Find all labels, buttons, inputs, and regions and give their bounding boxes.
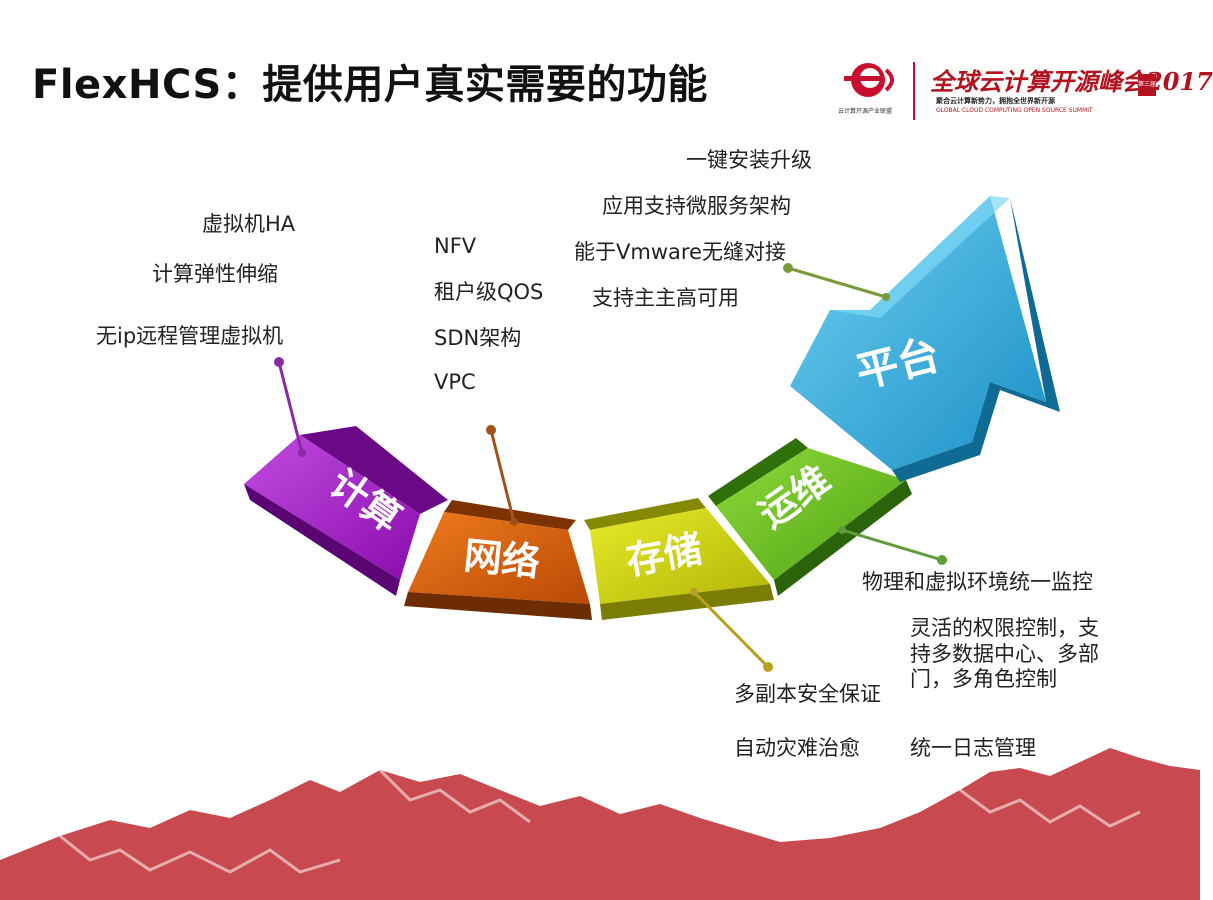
ops-feature: 灵活的权限控制，支持多数据中心、多部门，多角色控制 [910, 616, 1099, 692]
page-title: FlexHCS：提供用户真实需要的功能 [32, 62, 708, 108]
connector-compute [274, 357, 306, 457]
ops-feature: 统一日志管理 [910, 736, 1036, 760]
compute-feature: 计算弹性伸缩 [152, 262, 278, 286]
compute-feature: 无ip远程管理虚拟机 [96, 324, 284, 348]
platform-feature: 应用支持微服务架构 [602, 194, 791, 218]
network-feature: 租户级QOS [434, 280, 544, 304]
summit-logo: 云计算开源产业联盟 全球云计算开源峰会2017 聚合云计算新势力，拥抱全世界新开… [838, 56, 1213, 126]
ops-feature: 物理和虚拟环境统一监控 [862, 570, 1093, 594]
logo-divider [913, 62, 915, 120]
summit-edition-badge: 第三届 [1138, 74, 1156, 96]
compute-feature: 虚拟机HA [202, 212, 296, 236]
connector-ops [838, 526, 947, 565]
segment-network [404, 500, 592, 620]
storage-feature: 多副本安全保证 [734, 682, 881, 706]
platform-feature: 一键安装升级 [686, 148, 812, 172]
segment-label-network: 网络 [462, 533, 542, 585]
network-feature: VPC [434, 370, 476, 394]
mountain-silhouette [0, 748, 1200, 900]
network-feature: SDN架构 [434, 326, 522, 350]
platform-feature: 能于Vmware无缝对接 [574, 240, 786, 264]
connector-network [486, 425, 518, 526]
summit-english-name: GLOBAL CLOUD COMPUTING OPEN SOURCE SUMMI… [936, 107, 1093, 114]
segment-ops [708, 438, 912, 596]
summit-title: 全球云计算开源峰会2017 [930, 67, 1213, 96]
segment-platform [790, 196, 1060, 482]
segment-storage [584, 498, 774, 620]
network-feature: NFV [434, 234, 477, 258]
platform-feature: 支持主主高可用 [592, 286, 739, 310]
alliance-logo-icon [844, 63, 894, 97]
alliance-name: 云计算开源产业联盟 [838, 108, 893, 115]
connector-platform [783, 263, 890, 301]
summit-subtitle: 聚合云计算新势力，拥抱全世界新开源 [936, 97, 1055, 105]
segment-compute [244, 426, 448, 596]
connector-storage [690, 588, 773, 672]
storage-feature: 自动灾难治愈 [734, 736, 860, 760]
